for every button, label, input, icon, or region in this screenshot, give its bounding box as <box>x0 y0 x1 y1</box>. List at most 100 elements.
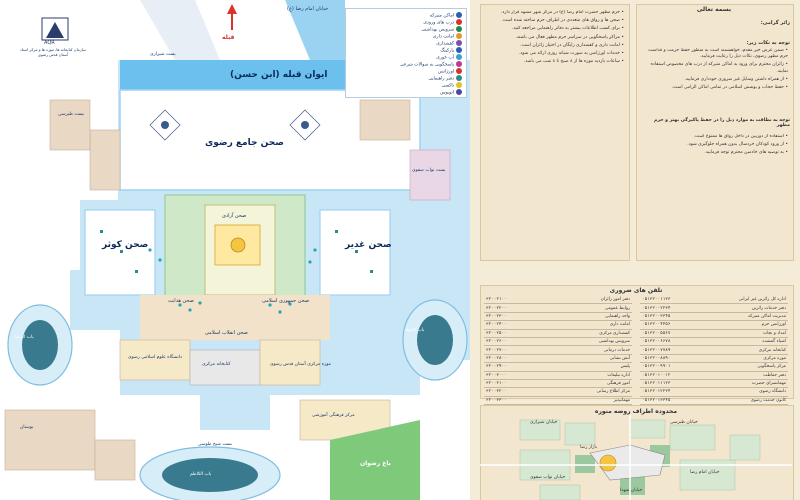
legend-swatch-icon <box>456 19 462 25</box>
info-panel: بسمه تعالی زائر گرامی: توجه به نکات زیر:… <box>470 0 800 500</box>
legend-item: پاسخگویی به سوالات شرعی <box>400 61 462 68</box>
legend-swatch-icon <box>456 54 462 60</box>
info-paragraph: • حرم مطهر حضرت امام رضا (ع) در مرکز شهر… <box>500 10 624 15</box>
kowsar-label: صحن کوثر <box>102 240 149 250</box>
info-paragraph: • از ورود کودکان خردسال بدون همراه جلوگی… <box>687 142 788 148</box>
legend-swatch-icon <box>456 61 462 67</box>
phone-number: ۰۵۱۳۲۰۱۲۲۳۴ <box>640 387 698 397</box>
university-label: دانشگاه علوم اسلامی رضوی <box>128 355 183 360</box>
legend-swatch-icon <box>456 68 462 74</box>
right-paragraphs-bottom: • استفاده از دوربین در داخل رواق ها ممنو… <box>640 134 788 254</box>
legend-item: پارکینگ <box>440 47 462 54</box>
azadi-label: صحن آزادی <box>222 213 247 219</box>
phone-office-name: سرویس بهداشتی <box>542 337 632 347</box>
legend-label: پاسخگویی به سوالات شرعی <box>400 62 454 68</box>
phone-office-name: دفتر حفاظت <box>697 371 788 380</box>
legend-item: اتوبوس <box>440 89 462 96</box>
legend-swatch-icon <box>456 26 462 32</box>
bab-jawad-label: باب الجواد <box>405 328 425 333</box>
phone-office-name: اداره کل زائرین غیر ایرانی <box>697 296 788 305</box>
legend-swatch-icon <box>456 75 462 81</box>
phone-number: ۰۵۱۳۲۰۰۸۸۹۰ <box>640 354 698 364</box>
sheikh-tousi-label: بست شیخ طوسی <box>198 442 233 447</box>
legend-swatch-icon <box>456 40 462 46</box>
phone-number: ۳۲۰۰۲۲۰۰ <box>484 303 543 313</box>
logo-text: AQR <box>44 40 55 46</box>
legend-label: تاکسی <box>441 83 454 89</box>
map-drawing <box>4 0 470 500</box>
phone-number: ۰۵۱۳۲۰۰۵۵۶۷ <box>640 329 698 338</box>
right-paragraphs: • ضمن عرض خیر مقدم، خواهشمند است به منظو… <box>640 48 788 118</box>
north-arrow-icon <box>227 4 237 30</box>
info-paragraph: • مراکز پاسخگویی در سراسر حرم مطهر فعال … <box>515 34 624 40</box>
phone-office-name: امور فرهنگی <box>542 379 632 389</box>
info-paragraph: • به توصیه های خادمین محترم توجه فرمایید… <box>704 150 788 156</box>
phone-office-name: کانون خدمت رضوی <box>697 396 788 406</box>
legend-label: امانت داری <box>432 34 454 40</box>
phone-office-name: مهمانپذیر <box>542 396 632 406</box>
info-paragraph: • استفاده از دوربین در داخل رواق ها ممنو… <box>693 134 788 139</box>
phone-office-name: کفشداری مرکزی <box>542 329 632 338</box>
ghadir-label: صحن غدیر <box>345 240 392 250</box>
phone-office-name: آتش نشانی <box>542 354 632 364</box>
bast-nawab-label: بست نواب صفوی <box>412 168 446 173</box>
area-label-1: خیابان شیرازی <box>530 420 558 425</box>
legend-label: دفتر راهنمایی <box>428 76 454 82</box>
shrine-marker-icon <box>599 454 617 472</box>
legend-label: اتوبوس <box>440 90 454 96</box>
legend-swatch-icon <box>456 89 462 95</box>
info-paragraph: • امانت داری و کفشداری رایگان در اختیار … <box>520 42 624 48</box>
phone-number: ۳۲۰۰۲۵۰۰ <box>484 329 543 338</box>
legend-item: دفتر راهنمایی <box>428 75 462 82</box>
legend-swatch-icon <box>456 33 462 39</box>
section-ziarat: زائر گرامی: <box>760 20 790 26</box>
left-info-sheet <box>480 4 630 261</box>
library-label: کتابخانه مرکزی <box>202 362 231 367</box>
logo-caption: سازمان کتابخانه ها، موزه ها و مرکز اسناد… <box>20 47 86 57</box>
area-map-drawing <box>480 415 792 500</box>
top-road-label: خیابان امام رضا (ع) <box>287 6 329 12</box>
phone-number: ۰۵۱۳۲۰۱۱۱۲۳ <box>640 379 698 389</box>
phone-office-name: اداره تبلیغات <box>542 371 632 380</box>
legend-item: اورژانس <box>438 68 462 75</box>
phone-office-name: موزه مرکزی <box>697 354 788 364</box>
info-paragraph: • صحن ها و رواق های متعددی در اطراف حرم … <box>501 18 624 24</box>
phone-office-name: دفتر امور زائران <box>542 296 632 305</box>
phone-number: ۳۲۰۰۳۲۰۰ <box>484 387 543 397</box>
phone-number: ۳۲۰۰۳۰۰۰ <box>484 371 543 380</box>
legend-label: اورژانس <box>437 69 454 75</box>
phone-office-name: واحد راهنمایی <box>542 312 632 322</box>
phone-office-name: اشیاء گمشده <box>697 337 788 347</box>
legend-item: امانت داری <box>433 33 462 40</box>
legend-label: کفشداری <box>436 41 454 47</box>
info-paragraph: • برای کسب اطلاعات بیشتر به دفاتر راهنما… <box>511 26 624 32</box>
phone-office-name: کتابخانه مرکزی <box>697 345 788 355</box>
legend-item: آب خوری <box>436 54 462 61</box>
legend-swatch-icon <box>456 12 462 18</box>
phone-office-name: دفتر خدمات زائرین <box>697 303 788 313</box>
area-label-4: خیابان امام رضا <box>690 470 720 475</box>
jame-razavi-label: صحن جامع رضوی <box>205 138 284 148</box>
phone-number: ۳۲۰۰۲۸۰۰ <box>484 354 543 364</box>
phone-number: ۰۵۱۳۲۰۱۳۳۴۵ <box>640 396 698 406</box>
phone-office-name: اورژانس حرم <box>697 320 788 330</box>
legend-label: اماکن متبرکه <box>429 13 454 19</box>
phone-office-name: امانت داری <box>542 320 632 330</box>
phone-office-name: مهمانسرای حضرت <box>697 379 788 389</box>
